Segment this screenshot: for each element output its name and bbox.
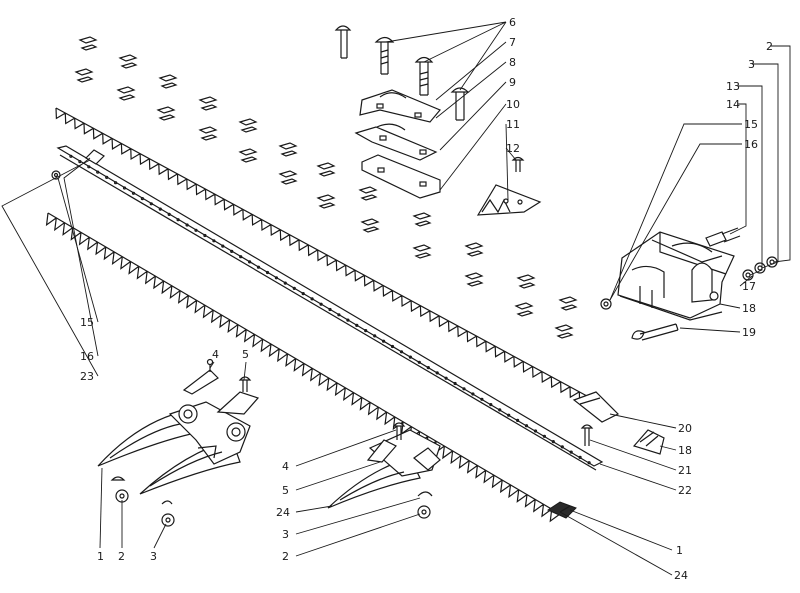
- callout-2-center: 2: [282, 550, 289, 563]
- callout-23: 23: [80, 370, 94, 383]
- pin-part: [580, 424, 594, 446]
- small-plate-icon: [316, 162, 336, 177]
- callout-19: 19: [742, 326, 756, 339]
- callout-12: 12: [506, 142, 520, 155]
- small-plate-icon: [464, 272, 484, 287]
- small-plate-icon: [464, 242, 484, 257]
- callout-15-right: 15: [744, 118, 758, 131]
- left-bolt: [51, 149, 105, 180]
- guard-pair-left: [97, 401, 251, 495]
- small-plate-icon: [516, 274, 536, 289]
- callout-4-center: 4: [282, 460, 289, 473]
- callout-11: 11: [506, 118, 520, 131]
- small-plate-icon: [278, 142, 298, 157]
- callout-labels: 6 7 8 9 10 11 12 2 3 13 14 15 16 17 18 1…: [80, 16, 773, 582]
- knife-tip: [546, 501, 577, 519]
- upper-knife-bar: [55, 107, 599, 409]
- callout-3-left: 3: [150, 550, 157, 563]
- callout-18-upper: 18: [742, 302, 756, 315]
- clip-part: [632, 429, 665, 455]
- knife-sections-row: [45, 212, 561, 523]
- callout-3-right: 3: [748, 58, 755, 71]
- callout-22: 22: [678, 484, 692, 497]
- callout-1-right: 1: [676, 544, 683, 557]
- small-plate-icon: [198, 96, 218, 111]
- callout-8: 8: [509, 56, 516, 69]
- nut-and-washer-left: [110, 476, 175, 527]
- callout-24-right: 24: [674, 569, 688, 582]
- callout-9: 9: [509, 76, 516, 89]
- small-plate-icon: [554, 324, 574, 339]
- small-plate-icon: [118, 54, 138, 69]
- small-plate-icon: [116, 86, 136, 101]
- small-plate-icon: [78, 36, 98, 51]
- small-plate-icon: [278, 170, 298, 185]
- callout-24-center: 24: [276, 506, 290, 519]
- rivet-part: [511, 156, 525, 172]
- small-plates-group: [74, 36, 578, 339]
- small-plate-icon: [158, 74, 178, 89]
- small-plate-icon: [316, 194, 336, 209]
- small-plate-icon: [358, 186, 378, 201]
- knife-head-assembly: [600, 227, 778, 341]
- small-plate-icon: [198, 126, 218, 141]
- small-plate-icon: [238, 148, 258, 163]
- callout-16-right: 16: [744, 138, 758, 151]
- callout-3-center: 3: [282, 528, 289, 541]
- callout-18-lower: 18: [678, 444, 692, 457]
- knife-back-end: [572, 391, 620, 423]
- callout-10: 10: [506, 98, 520, 111]
- callout-15-left: 15: [80, 316, 94, 329]
- callout-5-left: 5: [242, 348, 249, 361]
- knife-section-part: [476, 184, 542, 216]
- small-plate-icon: [156, 106, 176, 121]
- callout-7: 7: [509, 36, 516, 49]
- small-plate-icon: [558, 296, 578, 311]
- small-plate-icon: [514, 302, 534, 317]
- small-plate-icon: [412, 244, 432, 259]
- guard-center: [327, 422, 441, 519]
- callout-4-left: 4: [212, 348, 219, 361]
- small-plate-icon: [360, 218, 380, 233]
- callout-2-right: 2: [766, 40, 773, 53]
- callout-16-left: 16: [80, 350, 94, 363]
- finger-bar: [56, 145, 604, 471]
- callout-20: 20: [678, 422, 692, 435]
- callout-5-center: 5: [282, 484, 289, 497]
- clamp-plates: [354, 89, 441, 199]
- guard-plate-small: [182, 358, 260, 415]
- bolt-set-top: [334, 25, 470, 121]
- callout-6: 6: [509, 16, 516, 29]
- callout-21: 21: [678, 464, 692, 477]
- small-plate-icon: [74, 68, 94, 83]
- small-plate-icon: [412, 212, 432, 227]
- small-plate-icon: [238, 118, 258, 133]
- leader-lines: [1, 21, 791, 576]
- callout-2-left: 2: [118, 550, 125, 563]
- callout-17: 17: [742, 280, 756, 293]
- callout-1-left: 1: [97, 550, 104, 563]
- callout-13: 13: [726, 80, 740, 93]
- callout-14: 14: [726, 98, 740, 111]
